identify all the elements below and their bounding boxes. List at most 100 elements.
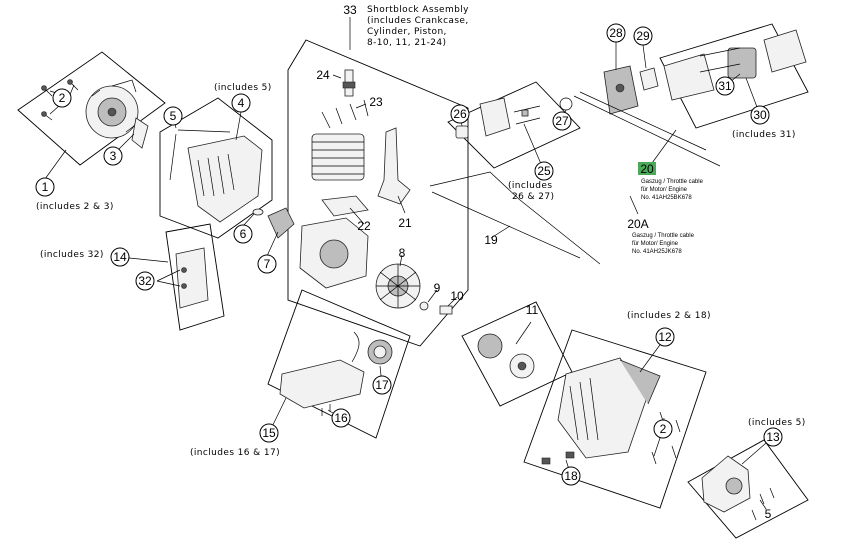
svg-text:Gaszug / Throttle cable: Gaszug / Throttle cable [632,233,695,239]
clutch-part [477,333,535,379]
svg-text:25: 25 [537,164,551,178]
callout-1: 1 [35,177,55,197]
cylinder-part [311,133,365,181]
gasket-29-part [639,67,659,91]
panel-recoil-starter [17,51,166,166]
svg-text:für Motor/ Engine: für Motor/ Engine [632,241,679,247]
ignition-coil-7-part [267,207,295,239]
callout-2b: 2 [653,419,673,439]
svg-text:2: 2 [59,91,66,105]
crankcase-part [299,217,369,289]
note-includes-26-27-a: (includes [508,181,552,191]
svg-text:27: 27 [555,114,569,128]
note-includes-5-bottom: (includes 5) [748,418,806,428]
callout-13: 13 [763,427,783,447]
panel-air-filter [165,223,225,331]
recoil-starter-part [85,79,139,139]
svg-text:33: 33 [343,3,357,17]
svg-text:16: 16 [334,411,348,425]
panel-muffler [659,23,809,129]
svg-text:17: 17 [375,378,389,392]
panel-shortblock [287,39,469,347]
svg-text:19: 19 [484,233,498,247]
throttle-lever-21-part [377,127,411,205]
screws-5-part [169,129,231,181]
callout-20a: 20A [627,217,648,231]
callout-27: 27 [552,111,572,131]
svg-text:Cylinder, Piston,: Cylinder, Piston, [367,27,447,37]
callout-9: 9 [434,281,441,295]
svg-text:(includes Crankcase,: (includes Crankcase, [367,16,469,26]
svg-text:32: 32 [138,274,152,288]
svg-text:1: 1 [42,180,49,194]
cable-20-label: Gaszug / Throttle cable für Motor/ Engin… [641,179,704,201]
note-includes-2-18: (includes 2 & 18) [627,311,711,321]
note-includes-5-top: (includes 5) [214,83,272,93]
note-includes-16-17: (includes 16 & 17) [190,448,280,458]
panel-clutch-housing [523,329,707,509]
callout-24: 24 [316,68,330,82]
note-includes-2-3: (includes 2 & 3) [36,202,114,212]
cable-20a-label: Gaszug / Throttle cable für Motor/ Engin… [632,233,695,255]
air-filter-part [175,247,209,309]
clutch-housing-part [557,357,661,459]
callout-5b: 5 [765,507,772,521]
grommet-6-part [252,208,264,216]
callout-25: 25 [534,161,554,181]
callout-29: 29 [633,26,653,46]
svg-text:9: 9 [434,281,441,295]
fuel-cap-17-part [367,339,393,365]
callout-11: 11 [526,303,539,317]
svg-text:20A: 20A [627,217,648,231]
carburetor-part [603,65,639,115]
svg-text:5: 5 [765,507,772,521]
note-includes-32: (includes 32) [40,250,104,260]
bolts-23-part [321,99,369,129]
svg-text:6: 6 [240,227,247,241]
callout-26: 26 [450,104,470,124]
callout-17: 17 [372,375,392,395]
svg-text:14: 14 [113,250,127,264]
callout-15: 15 [259,423,279,443]
flywheel-8-part [375,263,421,309]
nut-10-part [439,305,453,315]
svg-text:18: 18 [564,469,578,483]
svg-text:No. 41AH25JK678: No. 41AH25JK678 [632,249,682,255]
svg-text:29: 29 [636,29,650,43]
callout-10: 10 [450,289,464,303]
svg-text:12: 12 [658,330,672,344]
svg-text:22: 22 [357,219,371,233]
svg-text:5: 5 [170,109,177,123]
callout-14: 14 [110,247,130,267]
callout-16: 16 [331,408,351,428]
washer-9-part [419,301,429,311]
svg-text:4: 4 [238,96,245,110]
callout-3: 3 [103,146,123,166]
callout-32: 32 [135,271,155,291]
fan-cover-part [701,455,775,521]
callout-28: 28 [606,23,626,43]
screws-2-part [41,79,79,121]
callout-8: 8 [399,246,406,260]
svg-text:23: 23 [369,95,383,109]
svg-text:2: 2 [660,422,667,436]
shortblock-label: Shortblock Assembly (includes Crankcase,… [367,5,469,48]
fan-housing-part [187,135,263,223]
callout-22: 22 [357,219,371,233]
note-includes-26-27-b: 26 & 27) [512,192,554,202]
clip-27-part [559,97,573,111]
callout-7: 7 [257,254,277,274]
svg-text:für Motor/ Engine: für Motor/ Engine [641,187,688,193]
callout-33: 33 [343,3,357,17]
svg-text:8-10, 11, 21-24): 8-10, 11, 21-24) [367,38,446,48]
callout-23: 23 [369,95,383,109]
callout-20: 20 [638,162,656,176]
panel-fuel-tank [267,289,411,439]
svg-text:15: 15 [262,426,276,440]
svg-text:13: 13 [766,430,780,444]
svg-text:20: 20 [640,162,654,176]
throttle-cable-part [429,91,721,265]
muffler-part [663,29,807,101]
screws-16-part [321,404,331,416]
